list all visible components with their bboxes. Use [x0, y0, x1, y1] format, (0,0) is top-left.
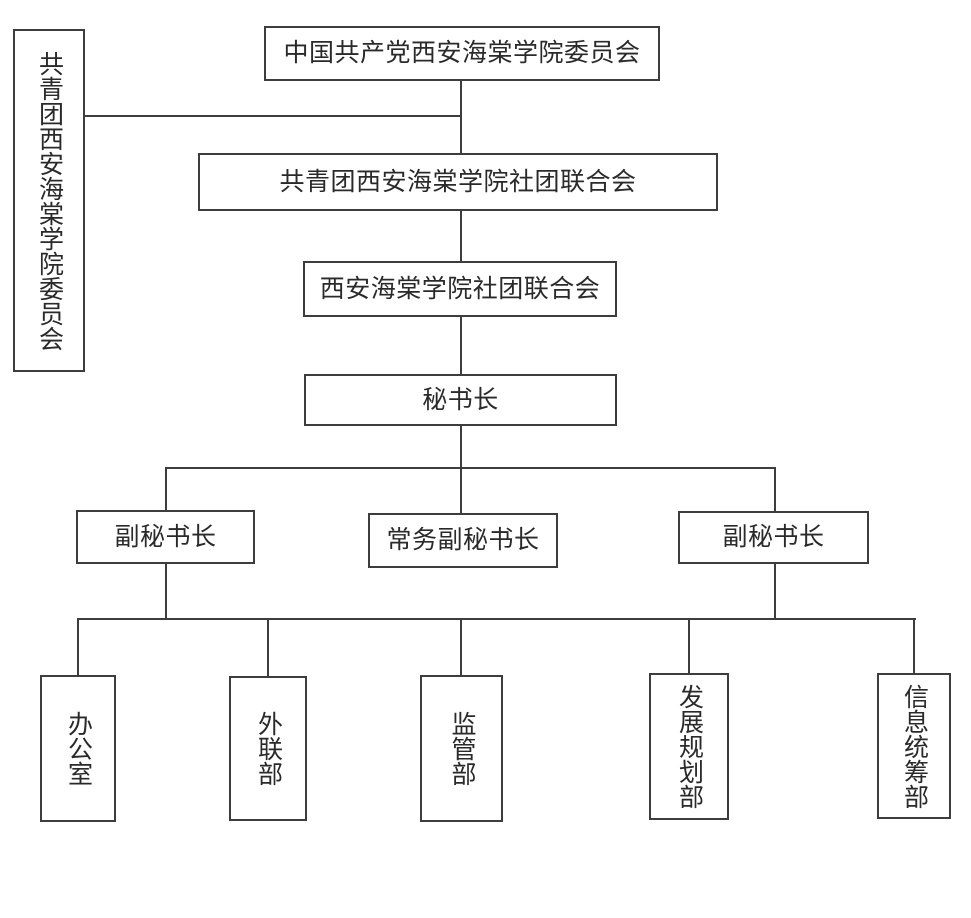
connector-line — [460, 618, 462, 675]
connector-line — [460, 211, 462, 261]
node-dept-supervision: 监管部 — [420, 675, 503, 822]
connector-line — [774, 467, 776, 511]
connector-line — [774, 564, 776, 620]
node-federation: 西安海棠学院社团联合会 — [303, 261, 617, 317]
connector-line — [77, 618, 916, 620]
node-deputy-secretary-right: 副秘书长 — [678, 511, 869, 564]
connector-line — [460, 317, 462, 374]
node-dept-external-liaison: 外联部 — [229, 676, 307, 821]
connector-line — [460, 426, 462, 514]
connector-line — [688, 618, 690, 673]
connector-line — [165, 564, 167, 620]
connector-line — [913, 618, 915, 673]
node-youth-league-committee: 共青团西安海棠学院委员会 — [13, 29, 85, 372]
node-secretary-general: 秘书长 — [304, 374, 617, 426]
node-dept-information-coordination: 信息统筹部 — [877, 673, 951, 819]
node-dept-development-planning: 发展规划部 — [649, 673, 729, 820]
connector-line — [460, 81, 462, 153]
connector-line — [77, 618, 79, 675]
node-youth-league-federation: 共青团西安海棠学院社团联合会 — [198, 153, 718, 211]
connector-line — [267, 618, 269, 676]
connector-line — [165, 467, 167, 510]
node-executive-deputy-secretary: 常务副秘书长 — [368, 513, 558, 568]
connector-line — [165, 467, 776, 469]
node-deputy-secretary-left: 副秘书长 — [76, 510, 255, 564]
node-party-committee: 中国共产党西安海棠学院委员会 — [264, 26, 660, 81]
node-dept-office: 办公室 — [40, 675, 116, 822]
connector-line — [85, 115, 462, 117]
